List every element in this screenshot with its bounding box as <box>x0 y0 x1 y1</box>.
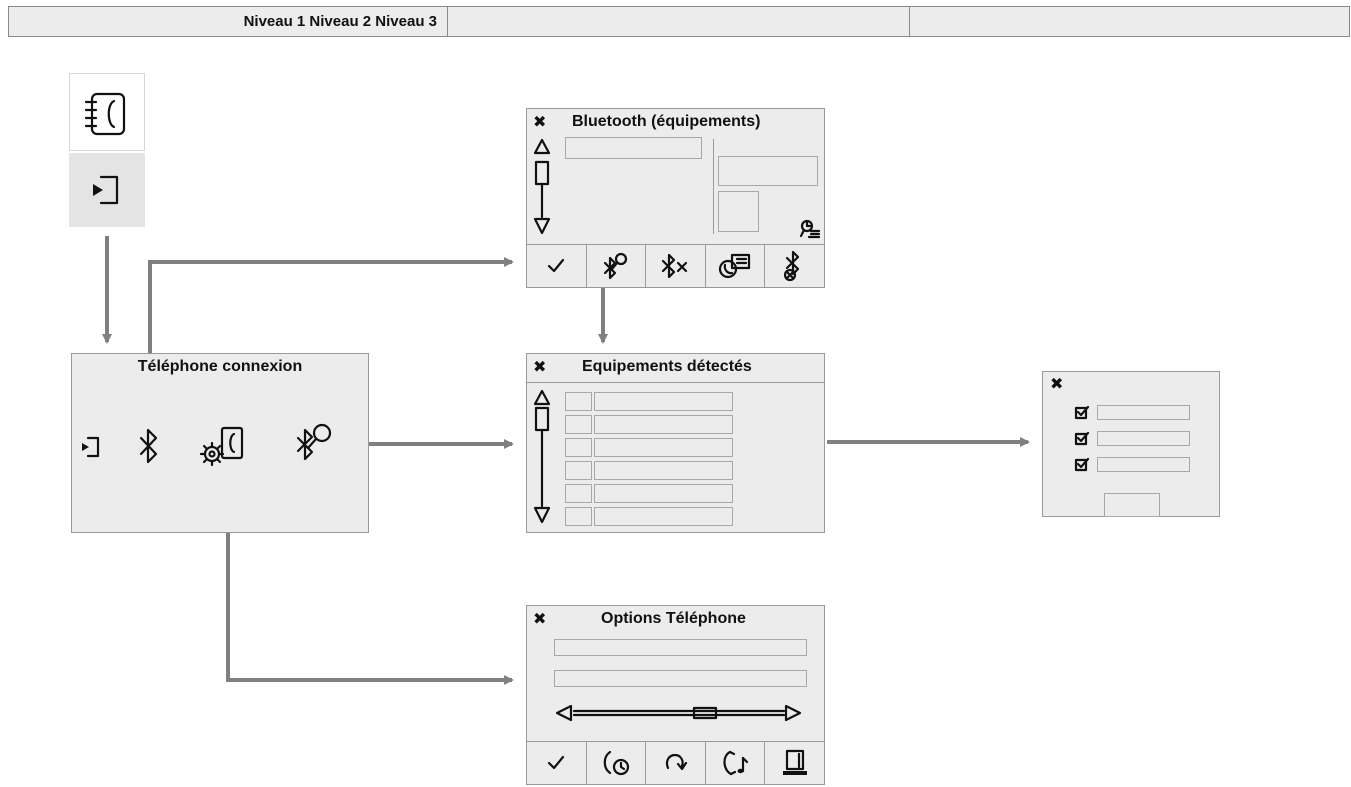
device-info-field <box>718 156 818 186</box>
list-item[interactable] <box>594 438 733 457</box>
search-devices-button[interactable] <box>585 245 646 287</box>
list-item-icon-slot[interactable] <box>565 461 592 480</box>
options-toolbar <box>527 741 824 784</box>
device-name-field[interactable] <box>565 137 702 159</box>
close-icon[interactable]: ✖ <box>1050 376 1064 393</box>
list-item-icon-slot[interactable] <box>565 484 592 503</box>
call-history-button[interactable] <box>585 742 646 784</box>
bluetooth-disconnect-icon <box>662 253 688 279</box>
detected-devices-panel: ✖ Equipements détectés <box>526 353 825 533</box>
profile-checklist-panel: ✖ <box>1042 371 1220 517</box>
list-item[interactable] <box>594 415 733 434</box>
checkbox-checked-icon[interactable] <box>1074 431 1091 446</box>
scrollbar[interactable] <box>533 388 551 526</box>
checkbox-checked-icon[interactable] <box>1074 457 1091 472</box>
bluetooth-devices-panel: ✖ Bluetooth (équipements) <box>526 108 825 288</box>
close-icon[interactable]: ✖ <box>533 359 547 376</box>
enter-icon[interactable] <box>78 432 108 462</box>
bluetooth-search-icon <box>603 252 627 280</box>
bluetooth-toolbar <box>527 244 824 287</box>
list-item[interactable] <box>594 507 733 526</box>
enter-tile[interactable] <box>69 153 145 227</box>
phone-card-icon <box>718 253 751 279</box>
checklist-item-field[interactable] <box>1097 405 1190 420</box>
ringtone-icon <box>723 750 749 776</box>
call-history-icon <box>603 750 629 776</box>
list-item-icon-slot[interactable] <box>565 415 592 434</box>
phone-book-icon <box>84 92 126 136</box>
detected-panel-title: Equipements détectés <box>582 358 752 375</box>
confirm-button[interactable] <box>527 742 586 784</box>
search-list-icon[interactable] <box>799 219 823 241</box>
phone-card-button[interactable] <box>704 245 765 287</box>
option-field-2[interactable] <box>554 670 807 687</box>
check-icon <box>548 258 565 273</box>
list-item[interactable] <box>594 392 733 411</box>
close-icon[interactable]: ✖ <box>533 114 547 131</box>
bluetooth-icon[interactable] <box>134 426 164 466</box>
level-header: Niveau 1 Niveau 2 Niveau 3 <box>8 6 1350 37</box>
disconnect-button[interactable] <box>645 245 705 287</box>
phone-book-tile[interactable] <box>69 73 145 151</box>
ringtone-button[interactable] <box>704 742 765 784</box>
option-field-1[interactable] <box>554 639 807 656</box>
device-image-field <box>718 191 759 232</box>
list-item[interactable] <box>594 461 733 480</box>
screen-settings-button[interactable] <box>764 742 824 784</box>
checklist-item-field[interactable] <box>1097 457 1190 472</box>
phone-settings-icon[interactable] <box>199 422 250 468</box>
scrollbar[interactable] <box>533 137 551 237</box>
arrow-settings-to-options <box>226 480 514 685</box>
ok-button[interactable] <box>1104 493 1160 517</box>
screen-settings-icon <box>782 749 807 775</box>
confirm-button[interactable] <box>527 245 586 287</box>
redial-button[interactable] <box>645 742 705 784</box>
bluetooth-panel-title: Bluetooth (équipements) <box>572 113 761 130</box>
check-icon <box>548 755 565 770</box>
checkbox-checked-icon[interactable] <box>1074 405 1091 420</box>
list-item-icon-slot[interactable] <box>565 507 592 526</box>
enter-icon <box>93 175 119 205</box>
list-item-icon-slot[interactable] <box>565 438 592 457</box>
close-icon[interactable]: ✖ <box>533 611 547 628</box>
header-cell-3 <box>910 6 1350 37</box>
options-panel-title: Options Téléphone <box>601 610 746 627</box>
divider <box>713 139 714 234</box>
phone-options-panel: ✖ Options Téléphone <box>526 605 825 785</box>
volume-slider[interactable] <box>554 702 804 724</box>
redial-icon <box>666 753 688 771</box>
checklist-item-field[interactable] <box>1097 431 1190 446</box>
list-item-icon-slot[interactable] <box>565 392 592 411</box>
header-levels: Niveau 1 Niveau 2 Niveau 3 <box>8 6 448 37</box>
header-cell-2 <box>448 6 910 37</box>
detected-titlebar <box>527 354 824 383</box>
telephone-connexion-panel: Téléphone connexion <box>71 353 369 533</box>
delete-device-button[interactable] <box>764 245 824 287</box>
bluetooth-search-icon[interactable] <box>292 420 342 466</box>
list-item[interactable] <box>594 484 733 503</box>
telephone-connexion-title: Téléphone connexion <box>137 358 303 375</box>
bluetooth-delete-icon <box>783 250 799 282</box>
